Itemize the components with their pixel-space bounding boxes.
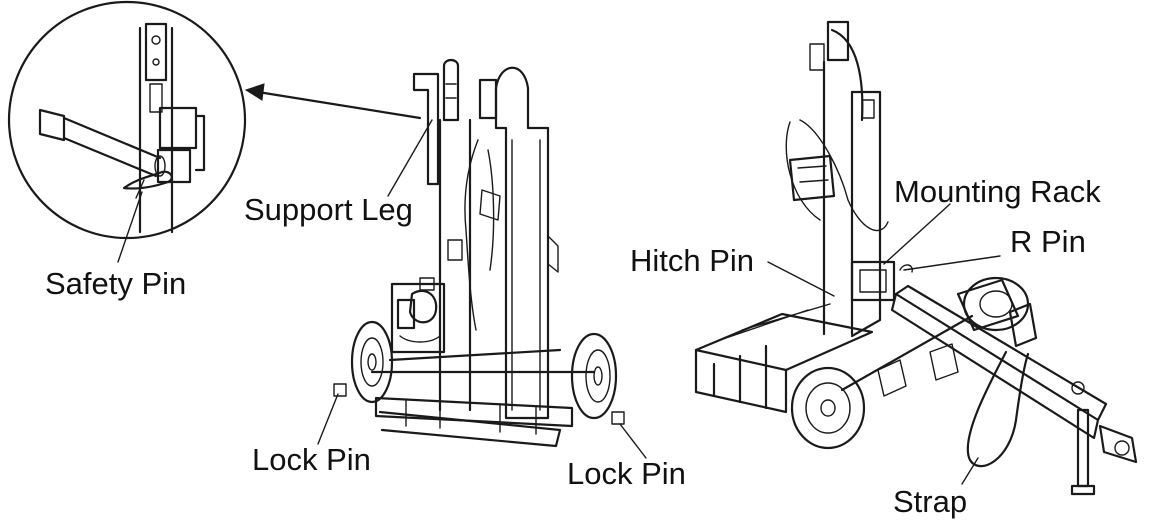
leader-safety-pin: [117, 191, 143, 263]
leader-lock-pin-left: [317, 393, 339, 445]
leader-r-pin: [903, 255, 1001, 271]
label-strap: Strap: [893, 484, 968, 519]
label-lock-pin-right: Lock Pin: [567, 456, 686, 491]
leader-support-leg: [387, 119, 433, 197]
log-splitter-towing: [694, 20, 1138, 496]
label-safety-pin: Safety Pin: [45, 266, 187, 301]
leader-strap: [961, 457, 979, 485]
log-splitter-upright: [333, 58, 625, 448]
leader-lock-pin-right: [619, 423, 647, 459]
detail-arrow: [244, 83, 422, 120]
label-hitch-pin: Hitch Pin: [630, 243, 755, 278]
label-support-leg: Support Leg: [244, 192, 413, 227]
detail-circle: [7, 0, 247, 240]
label-mounting-rack: Mounting Rack: [894, 174, 1101, 209]
leader-lines: [117, 119, 1001, 485]
leader-hitch-pin: [767, 261, 835, 297]
label-r-pin: R Pin: [1010, 224, 1086, 259]
label-lock-pin-left: Lock Pin: [252, 442, 371, 477]
leader-mounting-rack: [883, 203, 951, 265]
